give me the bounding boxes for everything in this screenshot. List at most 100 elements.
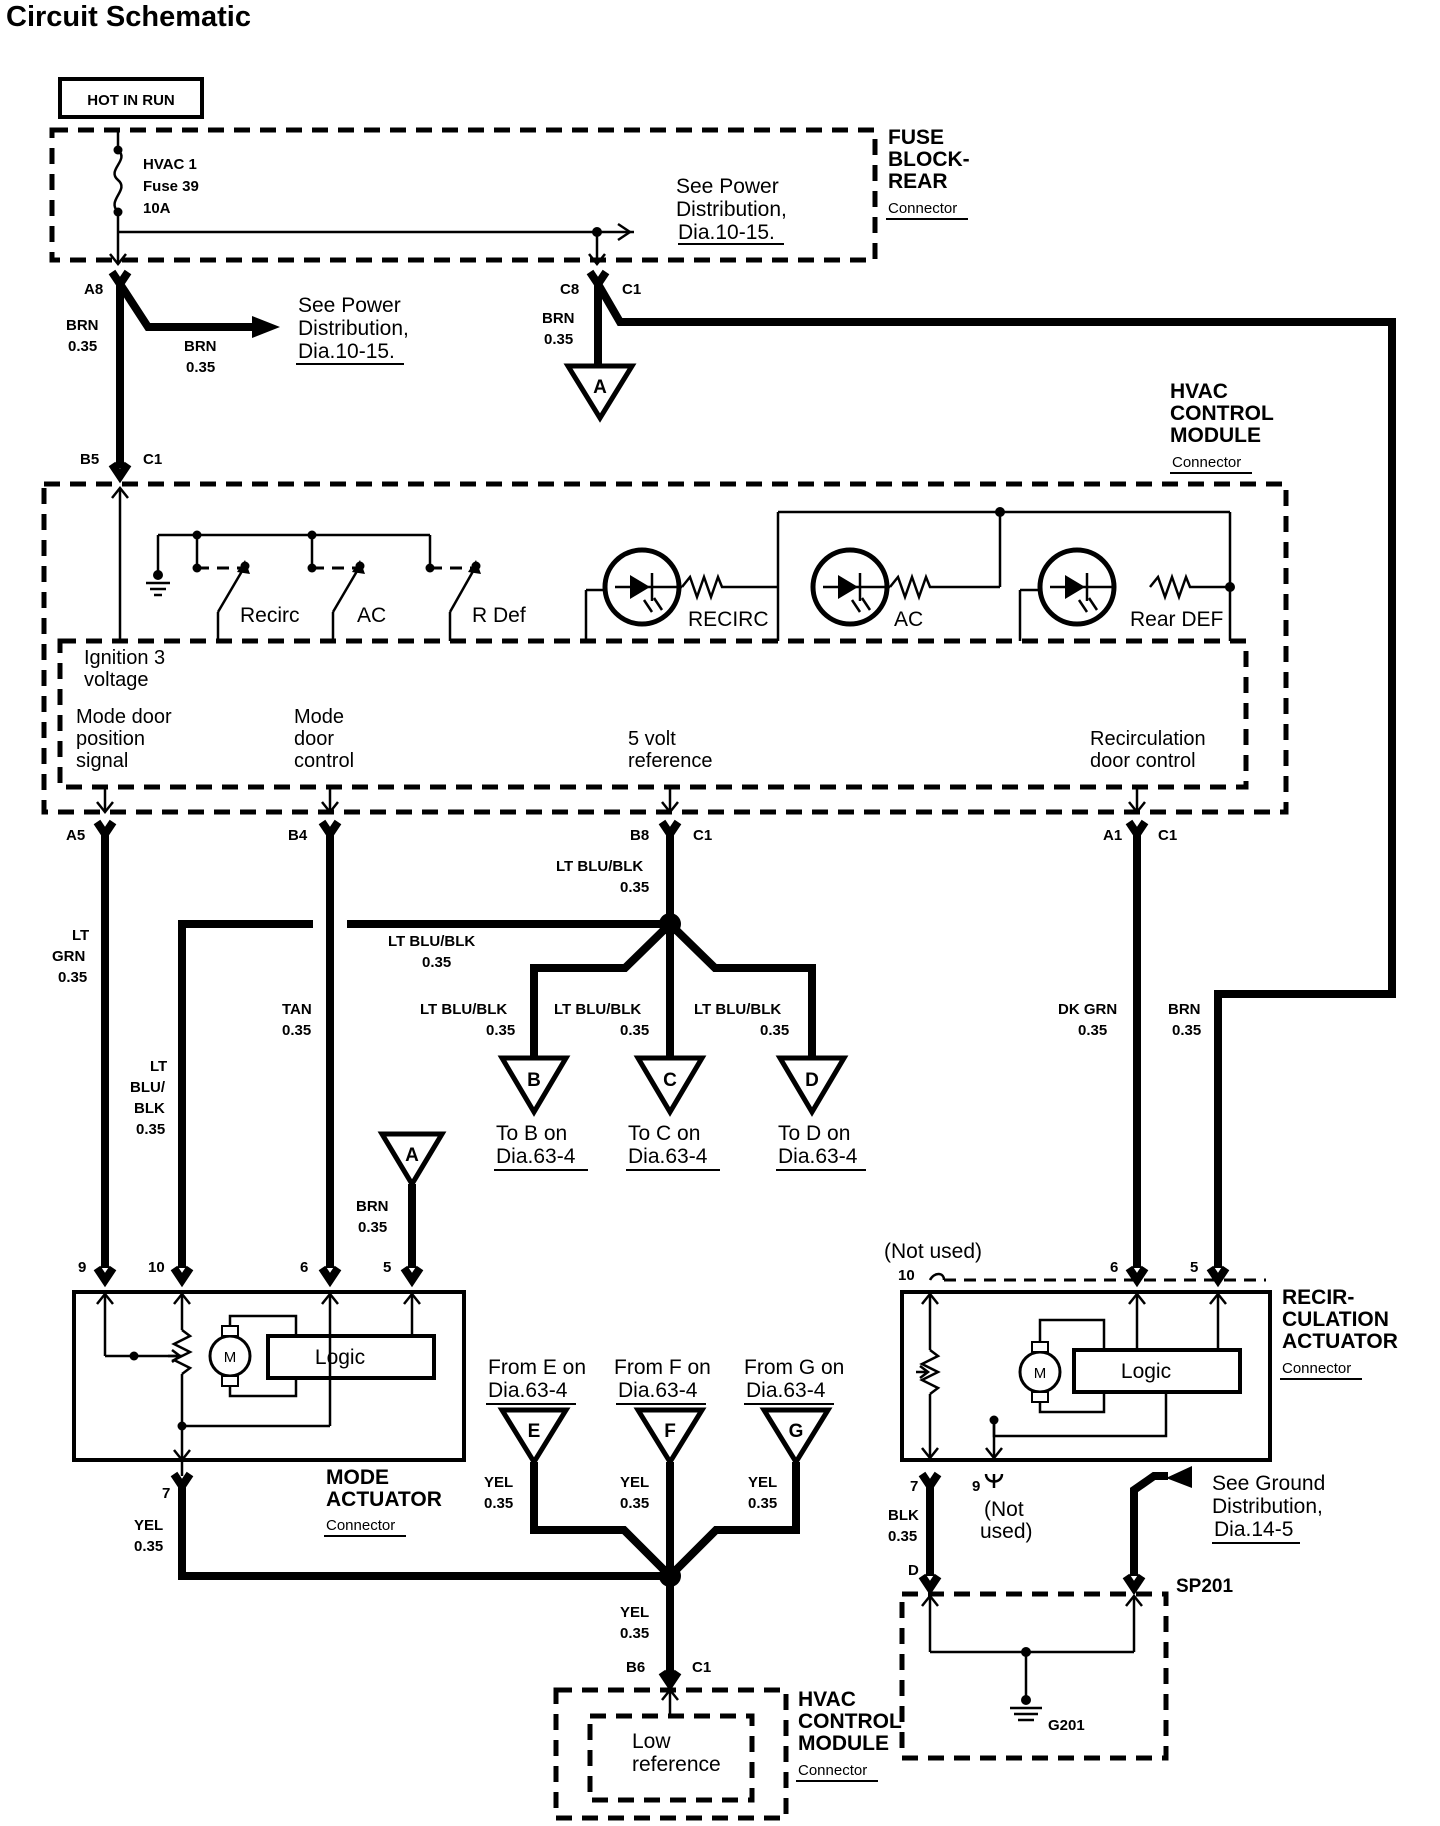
- svg-text:Mode: Mode: [294, 706, 344, 728]
- pin-b6: B6: [626, 1659, 645, 1676]
- svg-text:10: 10: [898, 1267, 915, 1284]
- svg-text:0.35: 0.35: [282, 1022, 311, 1039]
- ground-icon: [146, 570, 170, 597]
- svg-text:10: 10: [148, 1259, 165, 1276]
- led-recirc-icon: [586, 547, 778, 627]
- connector-c: C To C on Dia.63-4: [626, 1055, 720, 1171]
- svg-text:A: A: [593, 377, 607, 398]
- svg-text:Dia.63-4: Dia.63-4: [496, 1145, 576, 1168]
- svg-text:LT BLU/BLK: LT BLU/BLK: [556, 858, 643, 875]
- svg-text:HVAC: HVAC: [1170, 380, 1228, 403]
- svg-text:Ignition 3: Ignition 3: [84, 647, 165, 669]
- arrow-left-icon: [1166, 1466, 1192, 1488]
- svg-text:To B on: To B on: [496, 1122, 567, 1145]
- wire-label: BRN: [542, 310, 575, 327]
- svg-text:CONTROL: CONTROL: [798, 1710, 902, 1733]
- svg-text:0.35: 0.35: [1078, 1022, 1107, 1039]
- connector-b: B To B on Dia.63-4: [494, 1055, 588, 1171]
- fuse-block-outline: [49, 127, 878, 263]
- wire-labels-5v: LT BLU/BLK 0.35 LT BLU/BLK 0.35 LT BLU/B…: [388, 858, 789, 1039]
- wire-label: 0.35: [544, 331, 573, 348]
- svg-text:reference: reference: [628, 750, 713, 772]
- svg-text:YEL: YEL: [620, 1474, 649, 1491]
- wire-yel-e: [530, 1462, 673, 1579]
- svg-text:Recirculation: Recirculation: [1090, 728, 1206, 750]
- hot-in-run-box: [58, 77, 204, 119]
- led-rear-def-icon: [1020, 547, 1230, 627]
- hvac-inner-labels: Ignition 3 voltage Mode door position si…: [76, 647, 1206, 772]
- svg-text:LT: LT: [150, 1058, 167, 1075]
- svg-text:To C on: To C on: [628, 1122, 700, 1145]
- sp201-label: SP201: [1176, 1576, 1233, 1597]
- wire-label: 0.35: [888, 1528, 917, 1545]
- svg-text:MODULE: MODULE: [1170, 424, 1261, 447]
- low-ref-label-1: Low: [632, 1730, 671, 1753]
- svg-text:LT BLU/BLK: LT BLU/BLK: [554, 1001, 641, 1018]
- see-power-dist-1: See Power Distribution, Dia.10-15.: [676, 175, 787, 245]
- svg-text:E: E: [528, 1421, 541, 1442]
- led-ac-icon: [810, 547, 1000, 627]
- svg-text:BRN: BRN: [356, 1198, 389, 1215]
- switch-panel: Recirc AC R Def: [146, 530, 526, 641]
- g201-label: G201: [1048, 1717, 1085, 1734]
- low-ref-label-2: reference: [632, 1753, 721, 1776]
- svg-text:LT BLU/BLK: LT BLU/BLK: [388, 933, 475, 950]
- svg-text:See Ground: See Ground: [1212, 1472, 1325, 1495]
- arrow-right-icon: [252, 316, 280, 338]
- wire-to-b: [530, 921, 673, 1056]
- led-panel: RECIRC AC Rear DEF: [584, 507, 1235, 641]
- wire-labels-right: DK GRN 0.35 BRN 0.35: [1058, 1001, 1201, 1039]
- pin-a8-fork: [108, 269, 132, 292]
- svg-text:0.35: 0.35: [58, 969, 87, 986]
- motor-icon: M: [1018, 1341, 1062, 1403]
- svg-text:door control: door control: [1090, 750, 1196, 772]
- svg-text:B: B: [527, 1070, 541, 1091]
- svg-text:From F on: From F on: [614, 1356, 711, 1379]
- svg-text:voltage: voltage: [84, 669, 149, 691]
- svg-text:9: 9: [78, 1259, 86, 1276]
- svg-text:From E on: From E on: [488, 1356, 586, 1379]
- not-used-top: (Not used): [884, 1240, 982, 1263]
- svg-text:BRN: BRN: [1168, 1001, 1201, 1018]
- svg-text:ACTUATOR: ACTUATOR: [326, 1488, 442, 1511]
- svg-text:G: G: [789, 1421, 804, 1442]
- svg-text:Dia.14-5: Dia.14-5: [1214, 1518, 1293, 1541]
- svg-text:door: door: [294, 728, 334, 750]
- page-title: Circuit Schematic: [6, 1, 251, 33]
- pin-7-mode: 7: [162, 1485, 170, 1502]
- svg-text:Dia.63-4: Dia.63-4: [628, 1145, 708, 1168]
- svg-text:0.35: 0.35: [620, 879, 649, 896]
- svg-text:DK GRN: DK GRN: [1058, 1001, 1117, 1018]
- svg-text:YEL: YEL: [484, 1474, 513, 1491]
- svg-text:control: control: [294, 750, 354, 772]
- switch-recirc-label: Recirc: [240, 604, 300, 627]
- connector-g: From G on Dia.63-4 G: [744, 1356, 844, 1467]
- svg-text:FUSE: FUSE: [888, 126, 944, 149]
- svg-text:Dia.10-15.: Dia.10-15.: [678, 221, 775, 244]
- svg-text:CONTROL: CONTROL: [1170, 402, 1274, 425]
- svg-text:YEL: YEL: [620, 1604, 649, 1621]
- fuse-39: HVAC 1 Fuse 39 10A: [109, 130, 199, 267]
- svg-text:To D on: To D on: [778, 1122, 850, 1145]
- mode-actuator-pins: 9 10 6 5: [78, 1259, 424, 1288]
- hvac-module-outline: [41, 481, 1289, 815]
- mode-actuator-box: [72, 1290, 466, 1462]
- svg-text:BLK: BLK: [134, 1100, 165, 1117]
- svg-text:0.35: 0.35: [358, 1219, 387, 1236]
- switch-ac-label: AC: [357, 604, 386, 627]
- svg-text:RECIR-: RECIR-: [1282, 1286, 1354, 1309]
- svg-text:0.35: 0.35: [1172, 1022, 1201, 1039]
- wire-ground-dist: [1130, 1472, 1168, 1576]
- recirc-pins: 10 6 5: [898, 1259, 1266, 1288]
- svg-text:Distribution,: Distribution,: [1212, 1495, 1323, 1518]
- svg-text:0.35: 0.35: [136, 1121, 165, 1138]
- wire-yel-mode: [178, 1486, 670, 1580]
- svg-text:Dia.63-4: Dia.63-4: [618, 1379, 698, 1402]
- wire-brn-recirc: [594, 281, 1396, 1268]
- svg-text:Dia.63-4: Dia.63-4: [746, 1379, 826, 1402]
- pin-b5-fork: [108, 461, 132, 484]
- wire-label: YEL: [134, 1517, 163, 1534]
- fuse-block-label: FUSE BLOCK- REAR Connector: [886, 126, 970, 220]
- wire-lt-blu-blk-mode: [178, 920, 670, 1268]
